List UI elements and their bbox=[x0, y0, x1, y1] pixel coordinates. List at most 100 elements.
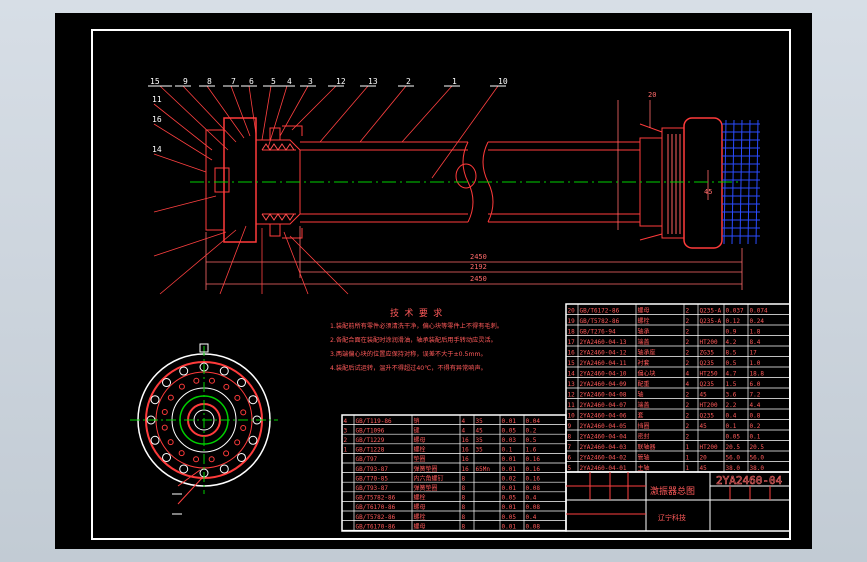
note-line: 1.装配前所有零件必须清洗干净，偏心块等零件上不得有毛刺。 bbox=[330, 322, 503, 330]
table-cell: GB/T93-87 bbox=[356, 466, 389, 473]
table-cell: 衬套 bbox=[638, 359, 650, 367]
table-cell: 2YA2460-04-12 bbox=[580, 350, 627, 357]
table-cell: GB/T119-86 bbox=[356, 418, 393, 425]
inner-hole bbox=[193, 456, 200, 463]
inner-hole bbox=[193, 377, 200, 384]
inner-hole bbox=[167, 394, 174, 401]
table-cell: 2YA2460-04-04 bbox=[580, 434, 627, 441]
table-cell: Q235-A bbox=[700, 308, 722, 315]
table-cell: 8 bbox=[462, 475, 466, 482]
table-cell: 2YA2460-04-05 bbox=[580, 423, 627, 430]
table-cell: 螺母 bbox=[414, 503, 426, 511]
table-cell: HT200 bbox=[700, 339, 718, 346]
table-cell: 螺栓 bbox=[414, 513, 426, 521]
table-cell: 螺栓 bbox=[638, 317, 650, 325]
table-cell: 内六角螺钉 bbox=[414, 474, 444, 482]
table-cell: 8 bbox=[462, 514, 466, 521]
table-cell: 16 bbox=[462, 466, 470, 473]
part-balloon: 10 bbox=[498, 77, 508, 86]
inner-hole bbox=[234, 439, 241, 446]
table-cell: 35 bbox=[476, 418, 484, 425]
table-cell: 0.01 bbox=[502, 485, 517, 492]
part-balloon: 8 bbox=[207, 77, 212, 86]
part-balloon: 2 bbox=[406, 77, 411, 86]
table-cell: 1 bbox=[686, 455, 690, 462]
table-cell: Q235 bbox=[700, 381, 715, 388]
table-cell: 56.0 bbox=[726, 455, 741, 462]
table-cell: 65Mn bbox=[476, 466, 491, 473]
inner-hole bbox=[234, 394, 241, 401]
table-cell: 0.5 bbox=[726, 360, 737, 367]
table-cell: 螺栓 bbox=[414, 446, 426, 454]
table-cell: 17 bbox=[750, 350, 758, 357]
drawing-title: 激振器总图 bbox=[650, 485, 695, 497]
table-cell: 0.05 bbox=[502, 427, 517, 434]
table-cell: 19 bbox=[568, 318, 576, 325]
inner-hole bbox=[167, 439, 174, 446]
table-cell: 17 bbox=[568, 339, 576, 346]
table-cell: 螺栓 bbox=[414, 494, 426, 502]
table-cell: 4.7 bbox=[726, 371, 737, 378]
part-balloon: 13 bbox=[368, 77, 378, 86]
table-cell: GB/T5782-86 bbox=[580, 318, 620, 325]
table-cell: 配重 bbox=[638, 380, 650, 388]
table-cell: 45 bbox=[700, 465, 708, 472]
table-cell: 45 bbox=[476, 427, 484, 434]
inner-hole bbox=[161, 409, 168, 416]
table-cell: 0.16 bbox=[526, 475, 541, 482]
table-cell: 6 bbox=[568, 455, 572, 462]
table-cell: 10 bbox=[568, 413, 576, 420]
table-cell: HT200 bbox=[700, 402, 718, 409]
table-cell: 0.037 bbox=[726, 308, 744, 315]
drawing-border bbox=[91, 29, 791, 540]
table-cell: 0.03 bbox=[502, 437, 517, 444]
dimension-text: 2192 bbox=[470, 263, 487, 271]
table-cell: 0.05 bbox=[502, 495, 517, 502]
table-cell: 0.2 bbox=[750, 423, 761, 430]
table-cell: 8 bbox=[462, 504, 466, 511]
table-cell: GB/T1096 bbox=[356, 427, 385, 434]
cad-viewport[interactable] bbox=[55, 13, 812, 549]
table-cell: GB/T6170-86 bbox=[356, 504, 396, 511]
table-cell: 2 bbox=[686, 318, 690, 325]
table-cell: 2 bbox=[344, 437, 348, 444]
table-cell: 弹簧垫圈 bbox=[414, 465, 438, 473]
part-balloon: 5 bbox=[271, 77, 276, 86]
inner-hole bbox=[223, 383, 230, 390]
table-cell: 0.01 bbox=[502, 523, 517, 530]
table-cell: 8 bbox=[568, 434, 572, 441]
table-cell: 端盖 bbox=[638, 338, 650, 346]
table-cell: 18.8 bbox=[750, 371, 765, 378]
table-cell: 4 bbox=[462, 427, 466, 434]
table-cell: 0.8 bbox=[750, 413, 761, 420]
table-cell: 2 bbox=[686, 360, 690, 367]
table-cell: 8.4 bbox=[750, 339, 761, 346]
table-cell: 2YA2460-04-13 bbox=[580, 339, 627, 346]
table-cell: 2 bbox=[686, 339, 690, 346]
table-cell: 销 bbox=[414, 417, 420, 425]
table-cell: 2YA2460-04-02 bbox=[580, 455, 627, 462]
table-cell: 2 bbox=[686, 423, 690, 430]
table-cell: 挡圈 bbox=[638, 422, 650, 430]
table-cell: 3.6 bbox=[726, 392, 737, 399]
inner-hole bbox=[161, 424, 168, 431]
table-cell: 15 bbox=[568, 360, 576, 367]
table-cell: 20.5 bbox=[750, 444, 765, 451]
table-cell: GB/T1228 bbox=[356, 447, 385, 454]
flange-bolt-hole bbox=[219, 366, 229, 376]
flange-bolt-hole bbox=[236, 452, 246, 462]
dimension-text: 2450 bbox=[470, 253, 487, 261]
table-cell: 1 bbox=[686, 465, 690, 472]
table-cell: 0.12 bbox=[726, 318, 741, 325]
table-cell: 主轴 bbox=[638, 464, 650, 472]
table-cell: 35 bbox=[476, 437, 484, 444]
table-cell: 螺母 bbox=[414, 436, 426, 444]
flange-bolt-hole bbox=[150, 395, 160, 405]
inner-hole bbox=[208, 456, 215, 463]
table-cell: 1 bbox=[686, 444, 690, 451]
flange-bolt-hole bbox=[219, 464, 229, 474]
technical-notes: 技 术 要 求 1.装配前所有零件必须清洗干净，偏心块等零件上不得有毛刺。2.各… bbox=[330, 307, 503, 372]
